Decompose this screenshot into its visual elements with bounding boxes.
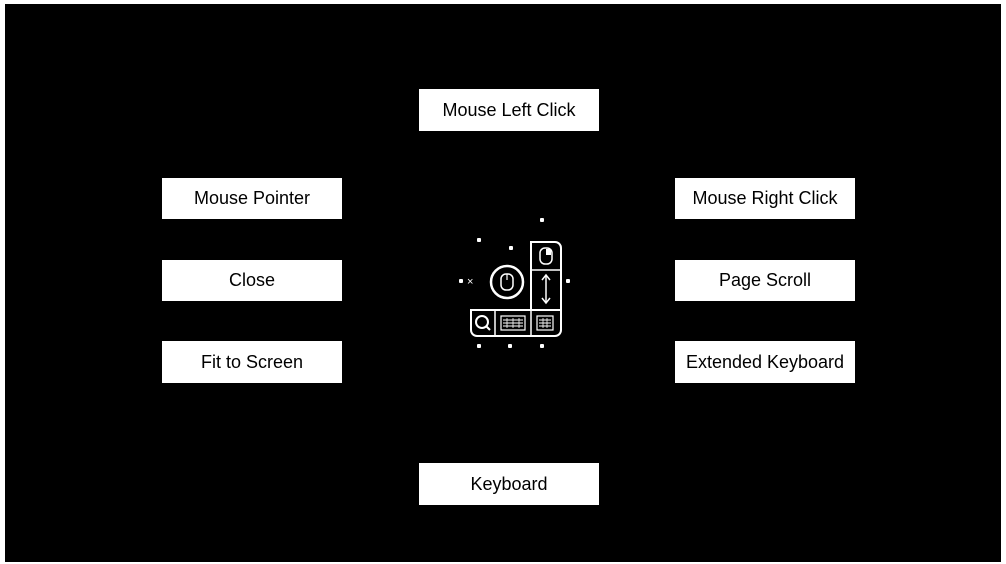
scroll-arrows-icon: [541, 273, 551, 305]
fit-to-screen-button[interactable]: [475, 315, 491, 331]
connector-dot: [509, 246, 513, 250]
svg-text:×: ×: [467, 276, 473, 288]
label-mouse-pointer: Mouse Pointer: [162, 178, 342, 219]
label-extended-keyboard: Extended Keyboard: [675, 341, 855, 383]
virtual-mouse-hud[interactable]: ×: [451, 232, 571, 342]
connector-dot: [540, 344, 544, 348]
label-fit-to-screen: Fit to Screen: [162, 341, 342, 383]
magnifier-icon: [475, 315, 491, 331]
label-close: Close: [162, 260, 342, 301]
mouse-right-click-button[interactable]: [539, 247, 553, 265]
mouse-pointer-button[interactable]: [489, 264, 525, 300]
label-keyboard: Keyboard: [419, 463, 599, 505]
connector-dot: [477, 344, 481, 348]
label-page-scroll: Page Scroll: [675, 260, 855, 301]
right-click-mouse-icon: [539, 247, 553, 265]
connector-dot: [508, 344, 512, 348]
mouse-icon: [500, 273, 514, 291]
label-mouse-left-click: Mouse Left Click: [419, 89, 599, 131]
help-overlay: Mouse Left Click Mouse Pointer Mouse Rig…: [5, 4, 1001, 562]
connector-dot: [566, 279, 570, 283]
connector-dot: [540, 218, 544, 222]
label-mouse-right-click: Mouse Right Click: [675, 178, 855, 219]
keyboard-button[interactable]: [500, 315, 526, 331]
connector-dot: [459, 279, 463, 283]
page-scroll-button[interactable]: [541, 273, 551, 305]
connector-dot: [477, 238, 481, 242]
extended-keyboard-button[interactable]: [536, 315, 554, 331]
extended-keyboard-icon: [536, 315, 554, 331]
close-icon[interactable]: ×: [467, 276, 473, 288]
keyboard-icon: [500, 315, 526, 331]
